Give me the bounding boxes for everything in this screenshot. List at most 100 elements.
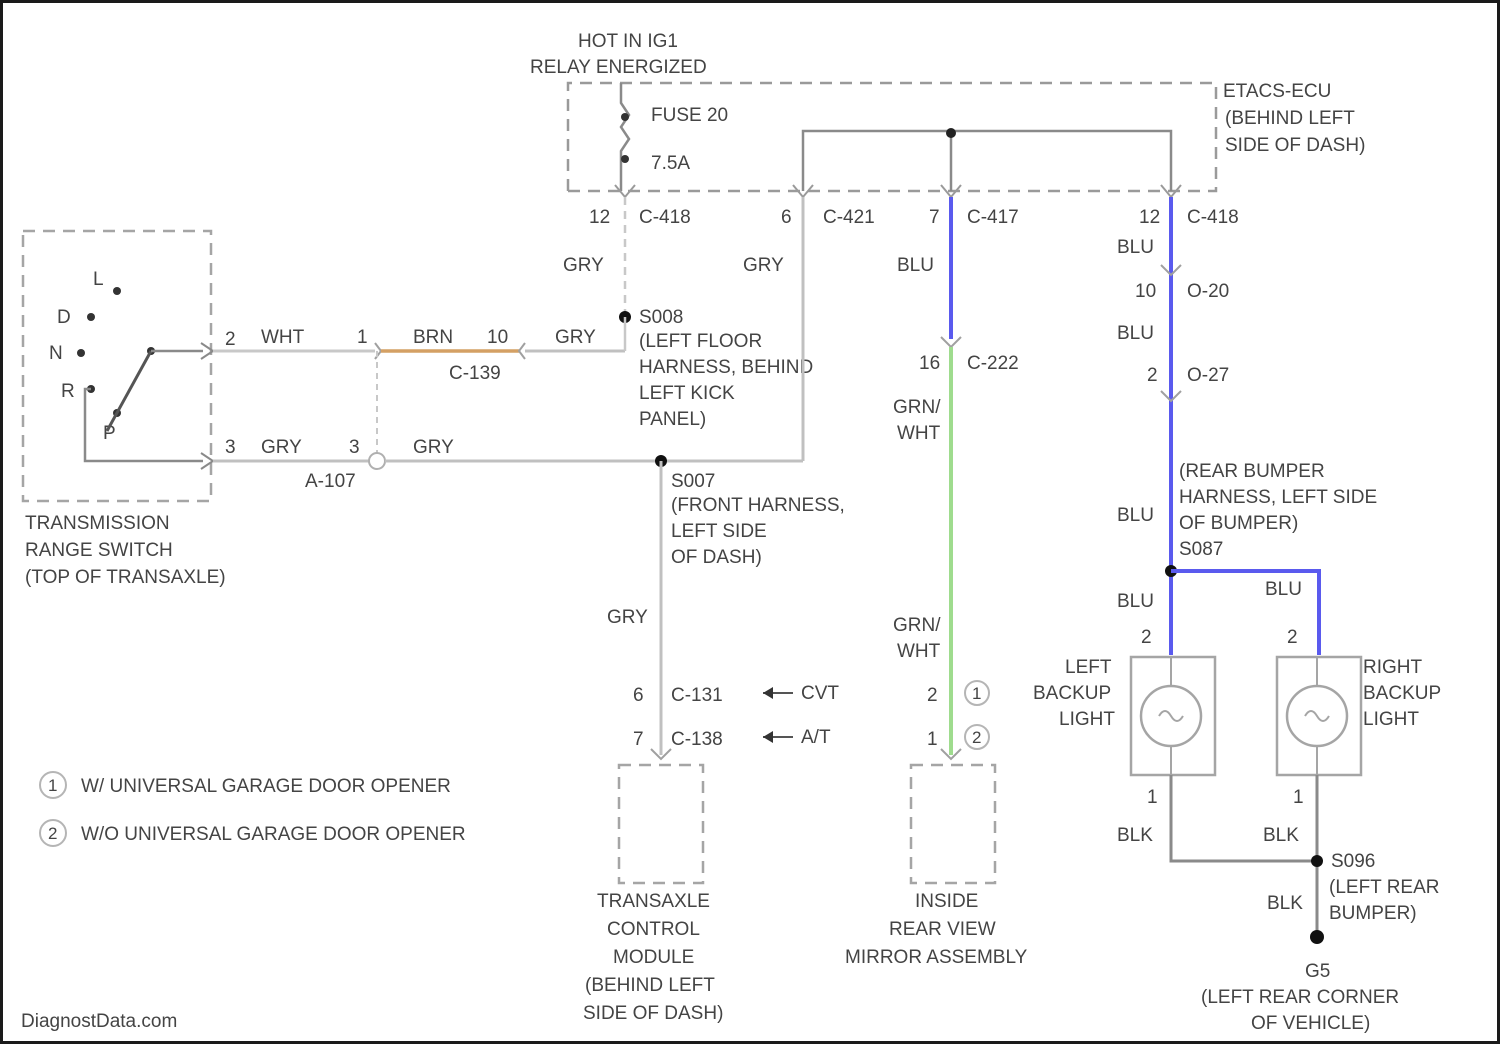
blu-label-2: BLU: [1117, 323, 1154, 344]
switch-pos-l: L: [93, 269, 104, 290]
etacs-box: [568, 83, 1216, 191]
ground-l2: OF VEHICLE): [1251, 1013, 1370, 1034]
s087-l2: HARNESS, LEFT SIDE: [1179, 487, 1377, 508]
blu-label-3: BLU: [1117, 505, 1154, 526]
switch-pos-n: N: [49, 343, 63, 364]
fuse-dot-1: [621, 113, 629, 121]
watermark: DiagnostData.com: [21, 1011, 177, 1032]
at-label: A/T: [801, 727, 831, 748]
tcm-box: [619, 765, 703, 883]
etacs-label-3: SIDE OF DASH): [1225, 135, 1365, 156]
legend-1-num: 1: [48, 776, 57, 795]
tcm-l1: TRANSAXLE: [597, 891, 710, 912]
a107-label: A-107: [305, 471, 356, 492]
c139-right: [519, 343, 525, 359]
mirror-l1: INSIDE: [915, 891, 978, 912]
c139-left-pin: 1: [357, 327, 368, 348]
s008-l1: S008: [639, 307, 683, 328]
lamp-left-top-pin: 2: [1141, 627, 1152, 648]
blu-label-right: BLU: [1265, 579, 1302, 600]
c139-right-pin: 10: [487, 327, 508, 348]
tcm-l4: (BEHIND LEFT: [585, 975, 715, 996]
switch-contact-l: [113, 287, 121, 295]
s096-splice: [1311, 855, 1323, 867]
wht-label-2: WHT: [897, 641, 941, 662]
lamp-left-bot-pin: 1: [1147, 787, 1158, 808]
legend-2-text: W/O UNIVERSAL GARAGE DOOR OPENER: [81, 824, 466, 845]
c418a-pin: 12: [589, 207, 610, 228]
hot-line1: HOT IN IG1: [578, 31, 678, 52]
s007-l4: OF DASH): [671, 547, 762, 568]
s007-l3: LEFT SIDE: [671, 521, 767, 542]
gry-label-fuse: GRY: [563, 255, 604, 276]
c131-label: C-131: [671, 685, 723, 706]
mirror-pin-a: 2: [927, 685, 938, 706]
c418b-pin: 12: [1139, 207, 1160, 228]
s007-l1: S007: [671, 471, 715, 492]
a107-connector: [369, 453, 385, 469]
fuse-dot-2: [621, 155, 629, 163]
tcm-l2: CONTROL: [607, 919, 700, 940]
c417-label: C-417: [967, 207, 1019, 228]
gry-label-c421: GRY: [743, 255, 784, 276]
blk-label-1: BLK: [1117, 825, 1153, 846]
internal-bus: [803, 131, 1171, 191]
lamp-left-filament: [1159, 711, 1183, 721]
gry-label-tcm: GRY: [607, 607, 648, 628]
blu-label-1: BLU: [1117, 237, 1154, 258]
s096-l3: BUMPER): [1329, 903, 1417, 924]
gry-label-bot-b: GRY: [413, 437, 454, 458]
switch-contact-n: [77, 349, 85, 357]
c131-pin: 6: [633, 685, 644, 706]
lamp-right-l1: RIGHT: [1363, 657, 1423, 678]
lamp-right-box: [1277, 657, 1361, 775]
tcm-l5: SIDE OF DASH): [583, 1003, 723, 1024]
blk-label-3: BLK: [1267, 893, 1303, 914]
wht-label-1: WHT: [897, 423, 941, 444]
s008-l3: HARNESS, BEHIND: [639, 357, 813, 378]
s096-l1: S096: [1331, 851, 1375, 872]
hot-line2: RELAY ENERGIZED: [530, 57, 707, 78]
switch-name-1: TRANSMISSION: [25, 513, 170, 534]
blu-label-c222: BLU: [897, 255, 934, 276]
s087-l1: (REAR BUMPER: [1179, 461, 1325, 482]
s008-l4: LEFT KICK: [639, 383, 735, 404]
c222-label: C-222: [967, 353, 1019, 374]
gry-label-bot-a: GRY: [261, 437, 302, 458]
lamp-left-l3: LIGHT: [1059, 709, 1115, 730]
ground-id: G5: [1305, 961, 1330, 982]
grn-label-2: GRN/: [893, 615, 941, 636]
legend-2-num: 2: [48, 824, 57, 843]
at-arrow-icon: [763, 731, 773, 743]
wht-label: WHT: [261, 327, 305, 348]
o27-label: O-27: [1187, 365, 1229, 386]
s087-l4: S087: [1179, 539, 1223, 560]
o20-label: O-20: [1187, 281, 1229, 302]
etacs-label-2: (BEHIND LEFT: [1225, 108, 1355, 129]
fuse-amp: 7.5A: [651, 153, 690, 174]
lamp-right-l3: LIGHT: [1363, 709, 1419, 730]
c138-pin: 7: [633, 729, 644, 750]
mirror-pin-b: 1: [927, 729, 938, 750]
blk-label-2: BLK: [1263, 825, 1299, 846]
switch-arm: [107, 351, 151, 431]
c138-label: C-138: [671, 729, 723, 750]
switch-pos-r: R: [61, 381, 75, 402]
s008-l5: PANEL): [639, 409, 706, 430]
mirror-variant-1-num: 1: [972, 684, 981, 703]
s008-l2: (LEFT FLOOR: [639, 331, 762, 352]
lamp-left-l1: LEFT: [1065, 657, 1112, 678]
blu-label-4: BLU: [1117, 591, 1154, 612]
wiring-diagram: HOT IN IG1 RELAY ENERGIZED ETACS-ECU (BE…: [3, 3, 1497, 1041]
o27-pin-num: 2: [1147, 365, 1158, 386]
s096-l2: (LEFT REAR: [1329, 877, 1440, 898]
lamp-right-bot-pin: 1: [1293, 787, 1304, 808]
cvt-label: CVT: [801, 683, 839, 704]
c417-pin: 7: [929, 207, 940, 228]
tcm-l3: MODULE: [613, 947, 694, 968]
brn-label: BRN: [413, 327, 453, 348]
switch-name-2: RANGE SWITCH: [25, 540, 173, 561]
c139-label: C-139: [449, 363, 501, 384]
mirror-box: [911, 765, 995, 883]
